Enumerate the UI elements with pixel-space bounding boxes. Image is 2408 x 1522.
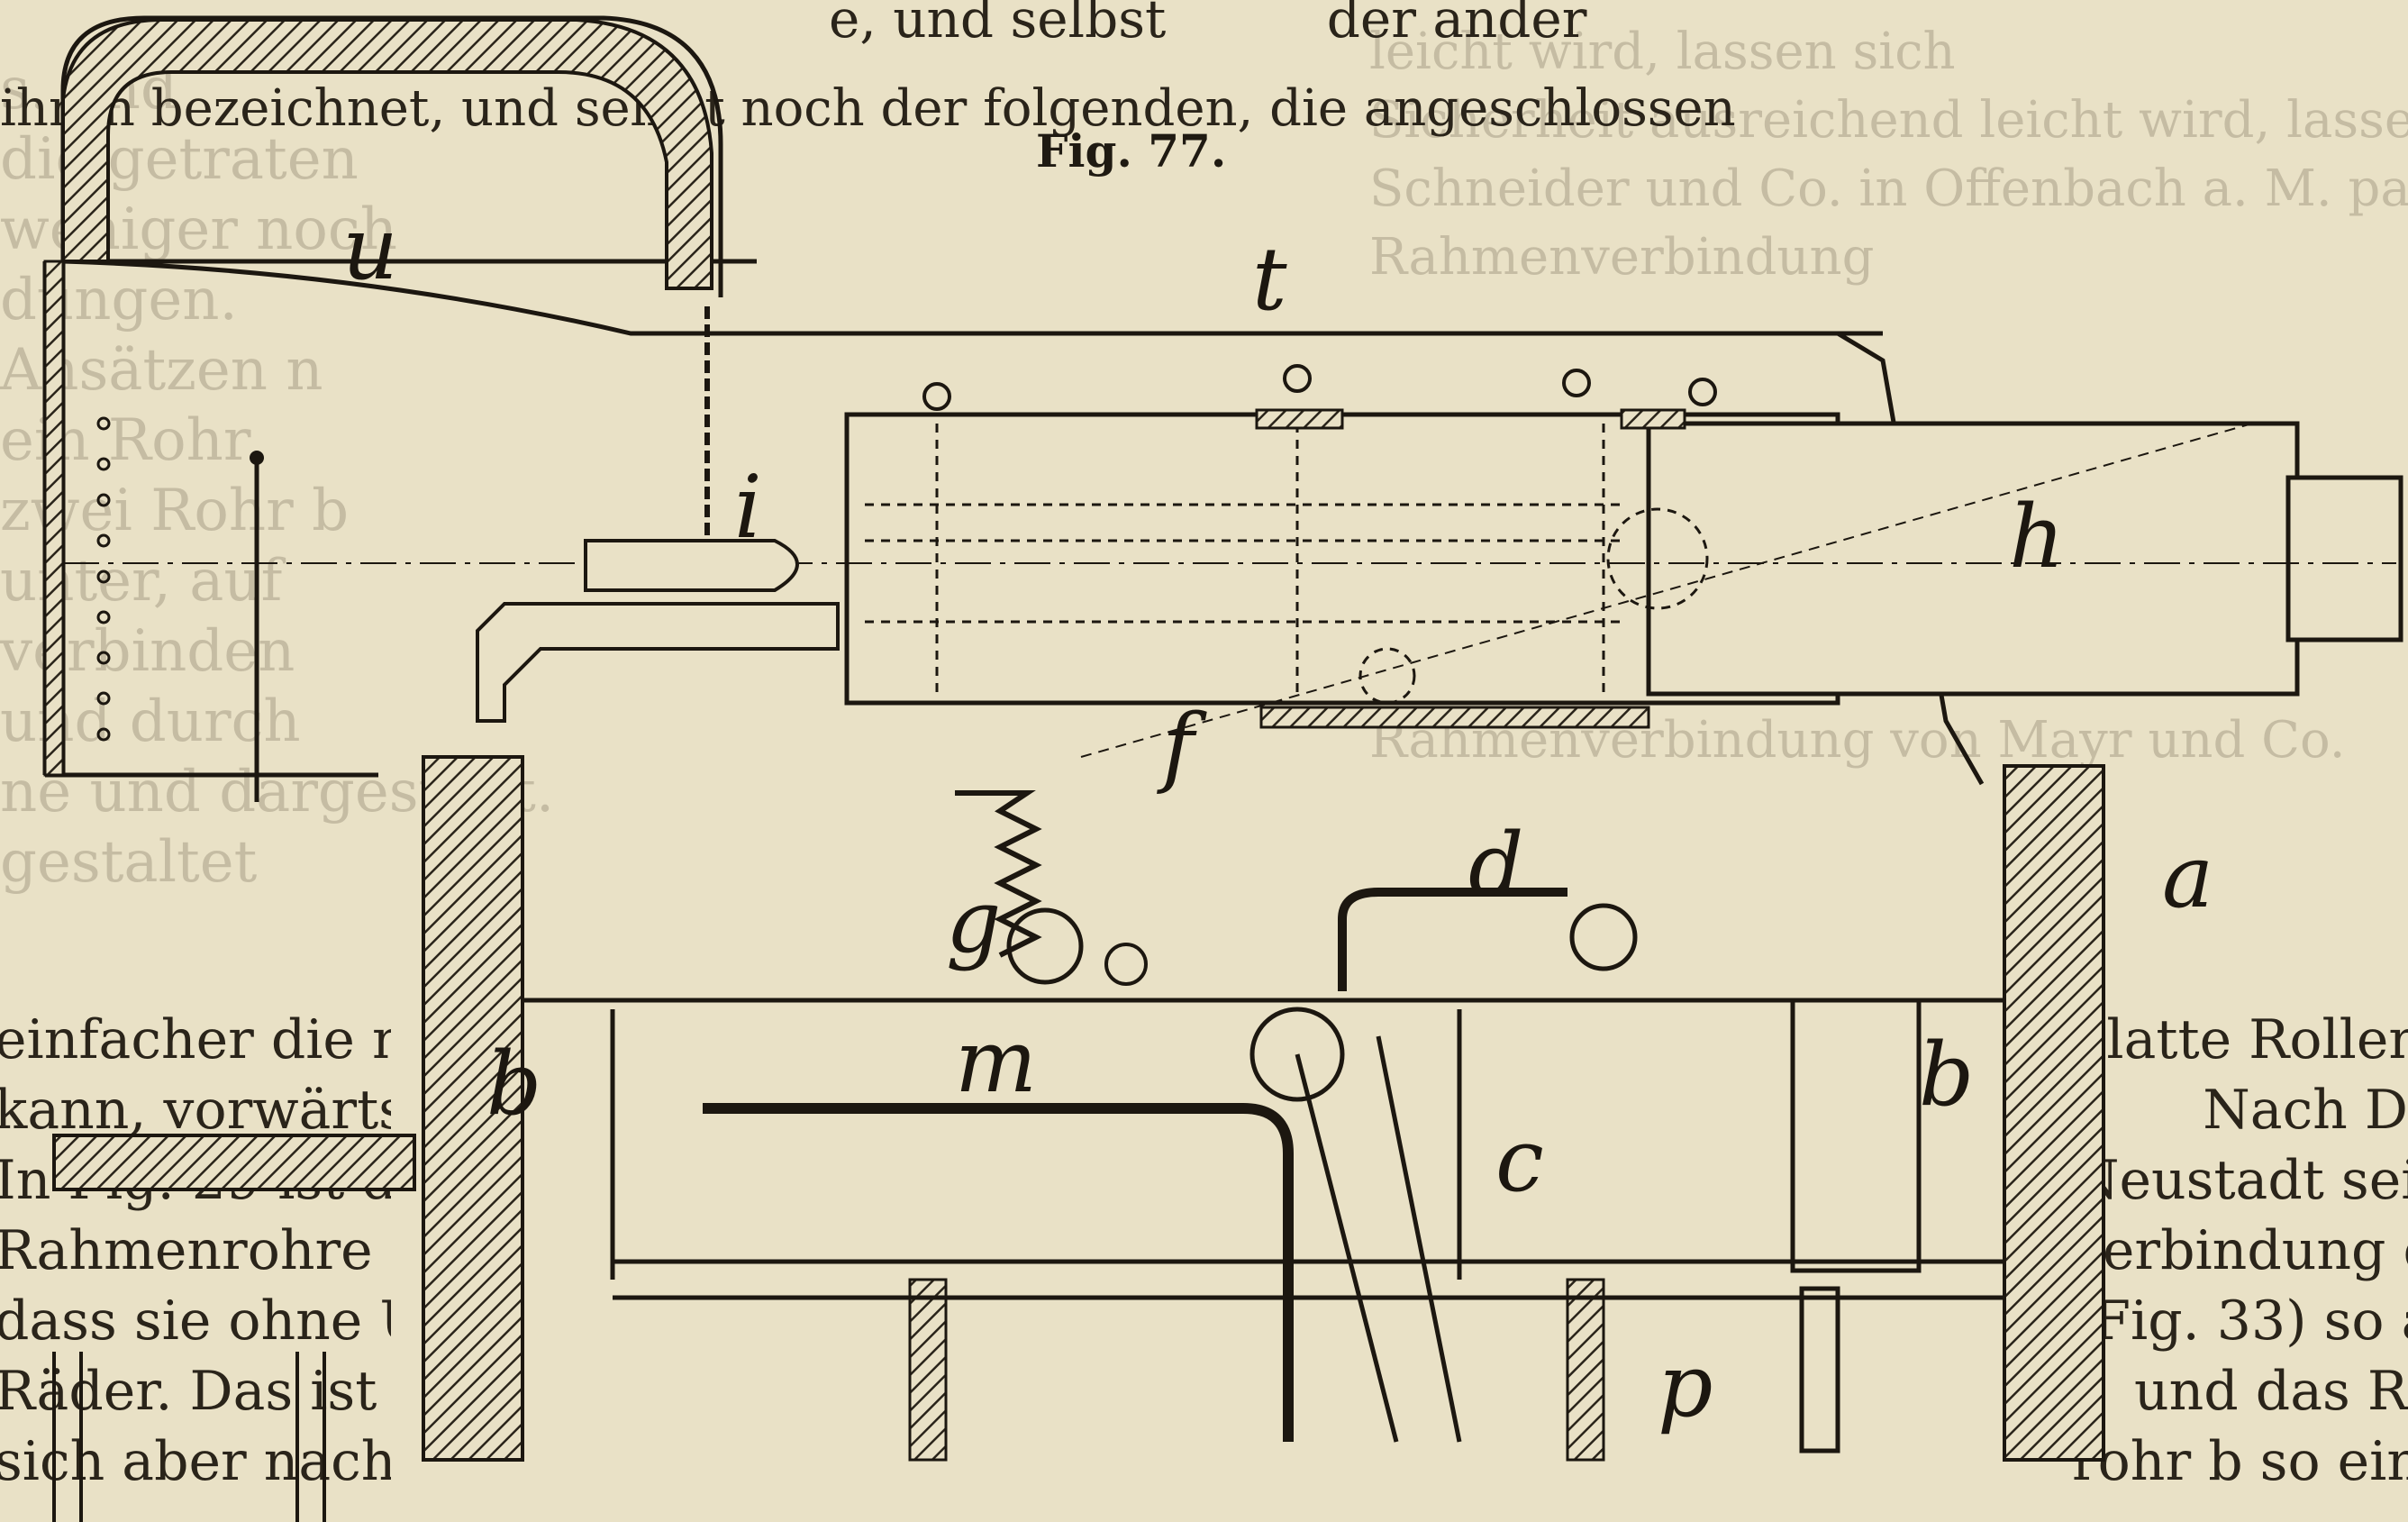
text-line: Neustadt sein bbox=[2072, 1149, 2408, 1212]
rivets bbox=[96, 416, 111, 742]
text-line: rohr b so ein bbox=[2072, 1430, 2408, 1493]
lever-knob bbox=[250, 451, 264, 465]
label-p: p bbox=[1658, 1335, 1713, 1436]
pipe-d bbox=[1338, 888, 1567, 991]
bleed-line: leicht wird, lassen sich bbox=[1369, 23, 1956, 81]
text-line: einfacher die nur einmal und mit Maschin… bbox=[0, 1008, 391, 1071]
loading-tray bbox=[476, 602, 840, 723]
top-text: e, und selbst der ander bbox=[829, 0, 1586, 54]
elevating-gear bbox=[1006, 907, 1084, 985]
pipe-m bbox=[703, 1103, 1294, 1442]
rope bbox=[1295, 1053, 1399, 1443]
label-m: m bbox=[955, 1011, 1038, 1112]
shell bbox=[584, 539, 799, 592]
figure-title: Fig. 77. bbox=[1036, 124, 1227, 178]
text-line: glatte Rollen bbox=[2072, 1008, 2408, 1071]
text-line: verbindung d bbox=[2072, 1219, 2408, 1282]
text-line: Rahmenrohre b und c sind bbox=[0, 1219, 391, 1282]
cradle-details bbox=[865, 424, 1709, 705]
cradle-band bbox=[1620, 408, 1686, 430]
label-f: f bbox=[1162, 696, 1195, 797]
bleed-line: die getraten bbox=[0, 126, 359, 193]
label-g: g bbox=[946, 871, 1002, 972]
base-post bbox=[1566, 1278, 1605, 1462]
label-b-right: b bbox=[1919, 1025, 1975, 1126]
label-c: c bbox=[1495, 1110, 1544, 1211]
top-line: e, und selbst bbox=[829, 0, 1167, 50]
text-line: Nach D bbox=[2203, 1079, 2408, 1142]
top-text-second: ihren bezeichnet, und selbst noch der fo… bbox=[0, 74, 1736, 144]
cover-arch bbox=[61, 18, 713, 290]
rope-pulley bbox=[1249, 1007, 1345, 1102]
frame-column-right bbox=[2003, 764, 2105, 1462]
left-lower-stand bbox=[52, 1134, 416, 1522]
right-text-column: glatte Rollen Nach D Neustadt sein verbi… bbox=[2072, 1005, 2408, 1497]
text-line: kann, vorwärtsgeholt werden. bbox=[0, 1079, 391, 1142]
bleed-through-right: leicht wird, lassen sich Sicherheit ausr… bbox=[1369, 18, 2408, 775]
bleed-line: dungen. bbox=[0, 267, 238, 333]
valve-d bbox=[1569, 903, 1638, 971]
cover-wall-left bbox=[43, 260, 65, 777]
text-line: und das R bbox=[2134, 1360, 2408, 1423]
rope bbox=[1376, 1035, 1462, 1443]
bleed-line: ein Rohr bbox=[0, 407, 251, 474]
bleed-line: gestaltet bbox=[0, 829, 258, 896]
label-u: u bbox=[342, 198, 398, 299]
frame-column-left bbox=[422, 755, 524, 1462]
label-a: a bbox=[2162, 826, 2214, 927]
gun-cradle bbox=[844, 412, 2403, 706]
sight-line bbox=[1080, 423, 2253, 758]
bleed-line: Schneider und Co. in Offenbach a. M. pat… bbox=[1369, 159, 2408, 218]
bleed-line: Rahmenverbindung bbox=[1369, 228, 1875, 287]
cradle-band bbox=[1259, 706, 1650, 729]
text-line: (Fig. 33) so au bbox=[2072, 1290, 2408, 1353]
elevating-wheel bbox=[1104, 943, 1148, 986]
top-line: ihren bezeichnet, und selbst noch der fo… bbox=[0, 79, 1736, 138]
base-platform bbox=[522, 998, 2004, 1454]
bleed-line: Sicherheit ausreichend leicht wird, lass… bbox=[1369, 91, 2408, 150]
label-b-left: b bbox=[486, 1034, 542, 1135]
elevating-spring bbox=[955, 790, 1042, 958]
base-post bbox=[908, 1278, 948, 1462]
label-h: h bbox=[2009, 487, 2065, 588]
label-d: d bbox=[1468, 815, 1524, 916]
label-t: t bbox=[1252, 229, 1287, 330]
lifting-eyes bbox=[922, 364, 1717, 411]
text-line: dass sie ohne Unterlagen auf die glatte … bbox=[0, 1290, 391, 1353]
label-i: i bbox=[734, 457, 762, 558]
top-line: der ander bbox=[1326, 0, 1587, 50]
cradle-band bbox=[1255, 408, 1344, 430]
